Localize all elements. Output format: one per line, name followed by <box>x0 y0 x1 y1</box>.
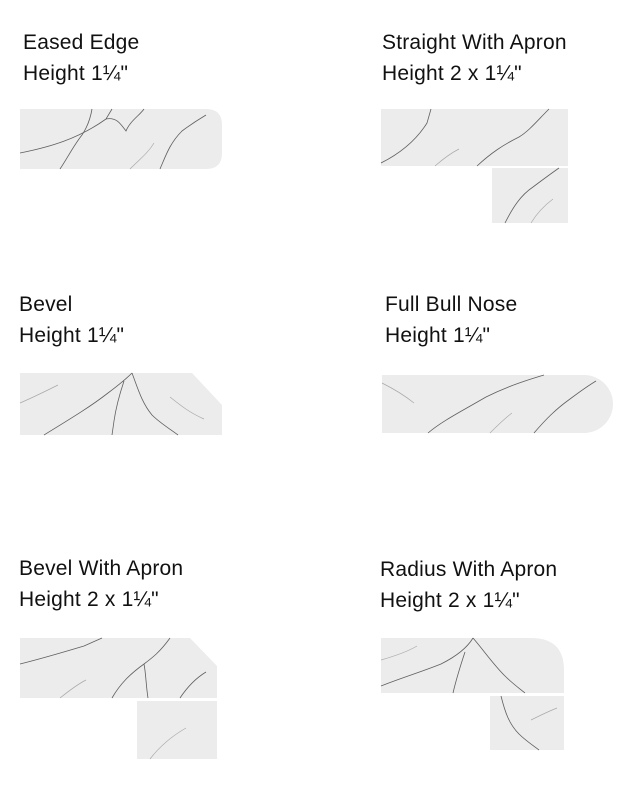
edge-height: Height 2 x 1¼" <box>19 588 159 611</box>
edge-height: Height 2 x 1¼" <box>380 589 520 612</box>
edge-title: Full Bull Nose <box>385 293 518 316</box>
radius-with-apron-profile <box>380 637 564 751</box>
bevel-with-apron-label: Bevel With Apron Height 2 x 1¼" <box>19 553 183 615</box>
bevel-label: Bevel Height 1¼" <box>19 289 124 351</box>
straight-with-apron-label: Straight With Apron Height 2 x 1¼" <box>382 27 567 89</box>
edge-title: Bevel <box>19 293 73 316</box>
eased-edge-label: Eased Edge Height 1¼" <box>23 27 139 89</box>
full-bull-nose-label: Full Bull Nose Height 1¼" <box>385 289 517 351</box>
edge-height: Height 1¼" <box>385 324 491 347</box>
edge-height: Height 1¼" <box>23 62 129 85</box>
eased-edge-profile <box>19 108 222 170</box>
radius-with-apron-label: Radius With Apron Height 2 x 1¼" <box>380 554 557 616</box>
edge-title: Radius With Apron <box>380 558 558 581</box>
edge-height: Height 1¼" <box>19 324 125 347</box>
edge-title: Eased Edge <box>23 31 140 54</box>
edge-height: Height 2 x 1¼" <box>382 62 522 85</box>
full-bull-nose-profile <box>381 374 613 434</box>
bevel-profile <box>19 372 222 436</box>
edge-title: Straight With Apron <box>382 31 567 54</box>
straight-with-apron-profile <box>380 108 568 224</box>
bevel-with-apron-profile <box>19 637 217 760</box>
edge-title: Bevel With Apron <box>19 557 184 580</box>
